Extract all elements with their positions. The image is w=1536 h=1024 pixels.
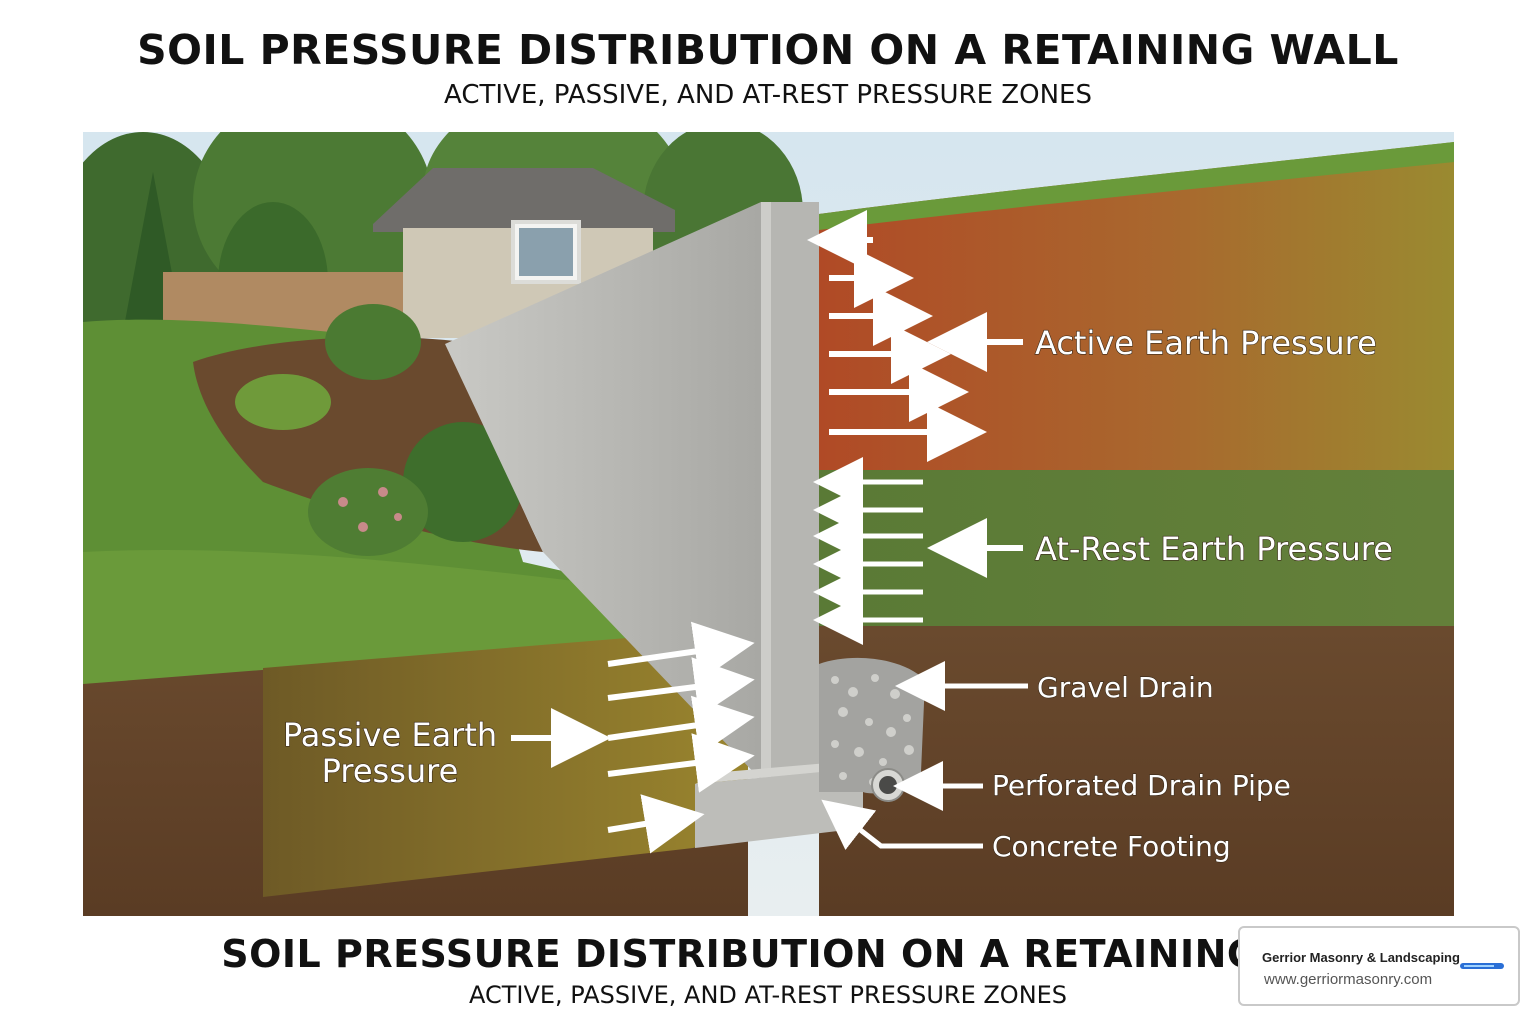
pipe-icon [872, 769, 904, 801]
label-passive-line2: Pressure [322, 752, 459, 790]
label-perforated-drain-pipe: Perforated Drain Pipe [992, 769, 1291, 802]
company-url: www.gerriormasonry.com [1264, 971, 1432, 988]
label-active-earth-pressure: Active Earth Pressure [1035, 324, 1377, 362]
label-passive-line1: Passive Earth [283, 716, 497, 754]
label-at-rest-earth-pressure: At-Rest Earth Pressure [1035, 530, 1393, 568]
retaining-wall-diagram: Active Earth Pressure At-Rest Earth Pres… [83, 132, 1454, 916]
label-concrete-footing: Concrete Footing [992, 830, 1231, 863]
label-gravel-drain: Gravel Drain [1037, 671, 1214, 704]
page-title: SOIL PRESSURE DISTRIBUTION ON A RETAININ… [0, 26, 1536, 74]
company-name: Gerrior Masonry & Landscaping [1262, 950, 1460, 965]
watermark-card: Gerrior Masonry & Landscaping www.gerrio… [1238, 926, 1520, 1006]
page-subtitle: ACTIVE, PASSIVE, AND AT-REST PRESSURE ZO… [0, 80, 1536, 110]
logo-icon [1460, 962, 1504, 970]
